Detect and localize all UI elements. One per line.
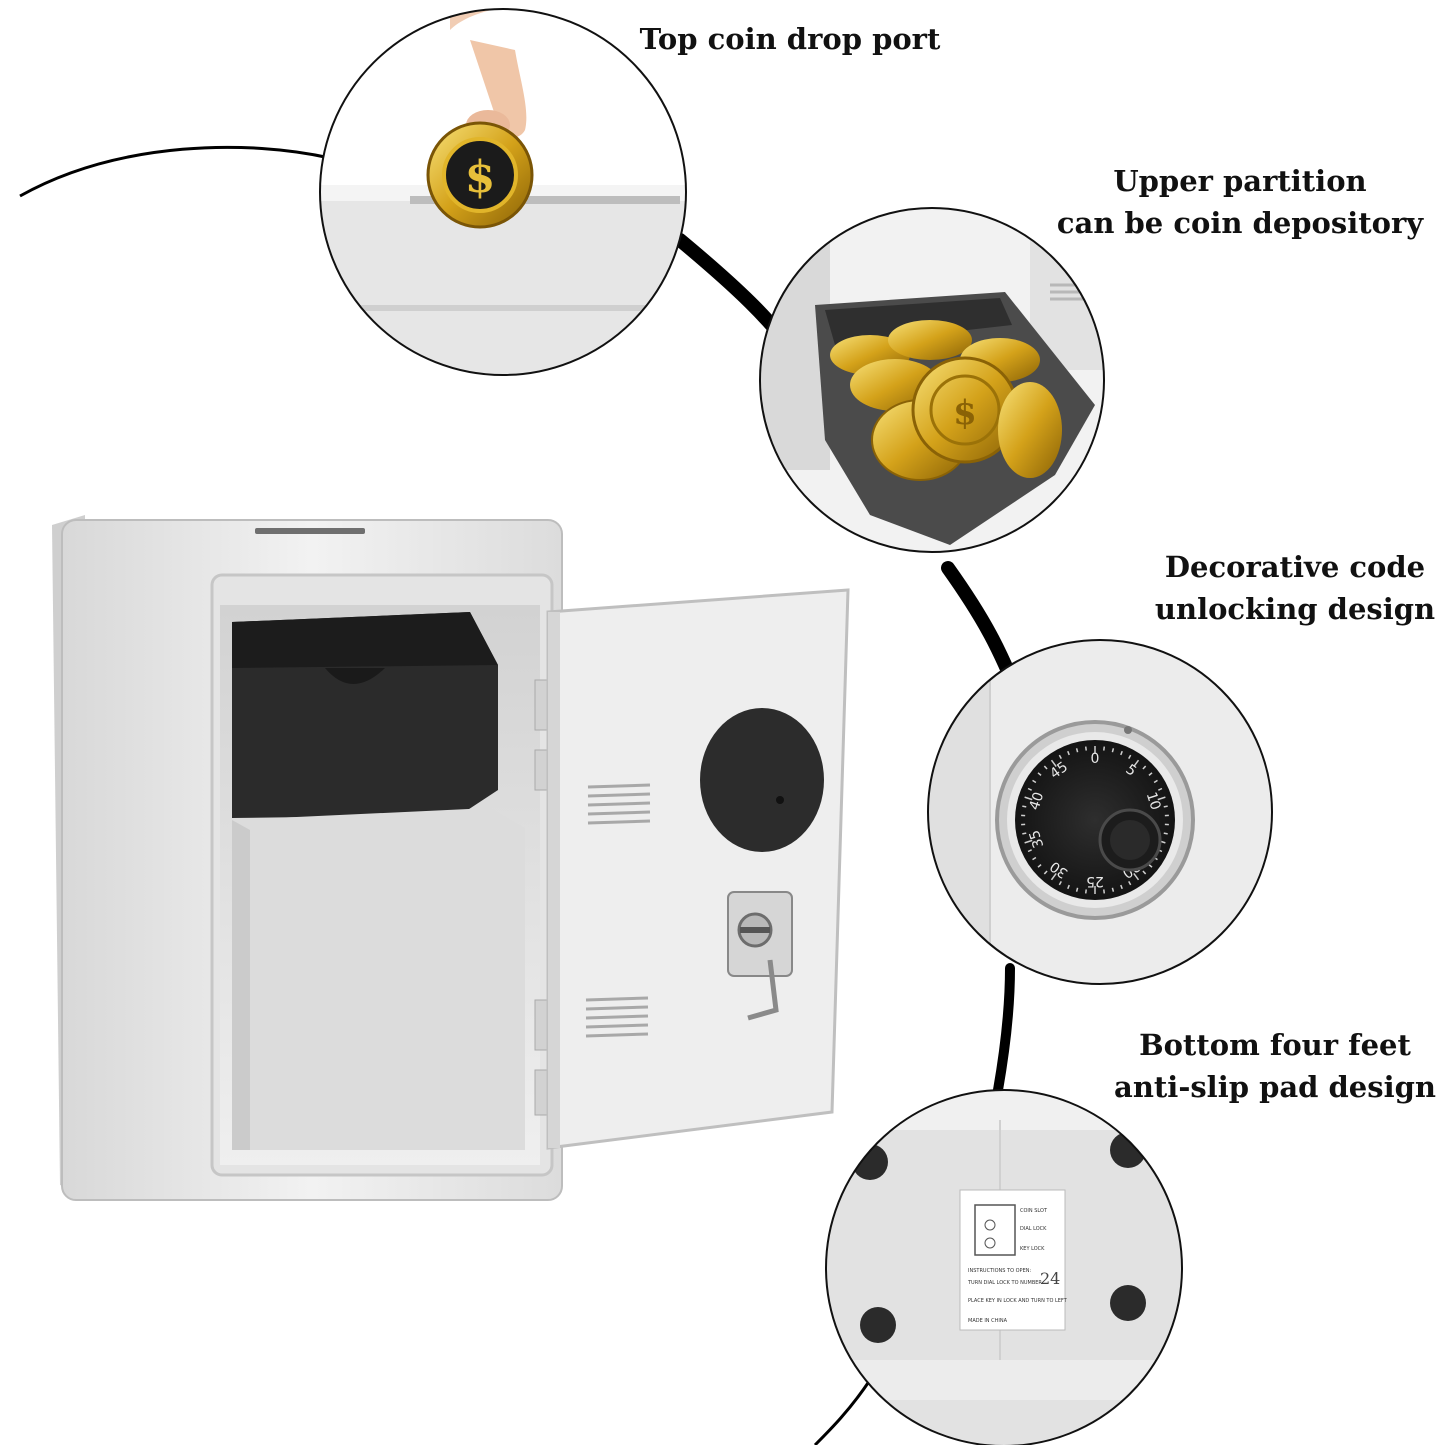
dial-tick	[1157, 796, 1166, 801]
callout-decorative-code: Decorative code unlocking design	[1150, 546, 1440, 630]
callout-line: Decorative code	[1164, 550, 1426, 584]
label-text: DIAL LOCK	[1020, 1226, 1047, 1232]
dial-tick	[1142, 765, 1147, 770]
dial-tick	[1024, 796, 1033, 801]
callout-line: can be coin depository	[1056, 206, 1424, 240]
dial-tick	[1148, 772, 1153, 776]
connector-arc-bottom	[813, 1379, 872, 1445]
dial-tick	[1067, 750, 1070, 756]
safe-main	[52, 515, 850, 1201]
dial-tick	[1032, 779, 1037, 784]
door-dial-back	[700, 708, 824, 852]
anti-slip-pad	[860, 1307, 896, 1343]
dial-tick	[1050, 759, 1057, 768]
callout-line: anti-slip pad design	[1114, 1070, 1436, 1104]
dial-tick	[1128, 880, 1132, 886]
handwritten-number: 24	[1040, 1269, 1060, 1288]
dial-tick	[1133, 759, 1140, 768]
dial-tick	[1084, 889, 1087, 894]
coin-drop-detail: $	[320, 9, 686, 375]
callout-top-coin-drop: Top coin drop port	[620, 18, 960, 60]
dial-tick	[1163, 805, 1168, 808]
door-vent-upper	[587, 783, 651, 825]
dial-tick	[1037, 864, 1042, 868]
dial-tick	[1027, 849, 1032, 853]
safe-door	[546, 588, 850, 1150]
instruction-label	[959, 1189, 1066, 1331]
connector-arc-low	[993, 963, 1015, 1095]
callout-upper-partition: Upper partition can be coin depository	[1040, 160, 1440, 244]
dial-tick	[1133, 872, 1140, 881]
dial-tick	[1032, 856, 1037, 861]
label-text: COIN SLOT	[1020, 1208, 1048, 1214]
label-text: KEY LOCK	[1020, 1246, 1045, 1252]
coin-depository-detail: $	[760, 208, 1104, 552]
callout-line: Top coin drop port	[639, 22, 941, 56]
dial-tick	[1037, 772, 1042, 776]
label-text: INSTRUCTIONS TO OPEN:	[968, 1268, 1031, 1274]
dial-tick	[1120, 750, 1123, 756]
dial-tick	[1050, 872, 1057, 881]
dial-tick	[1084, 746, 1087, 751]
dial-tick	[1148, 864, 1153, 868]
label-text: PLACE KEY IN LOCK AND TURN TO LEFT	[968, 1298, 1068, 1304]
dial-tick	[1158, 787, 1163, 791]
callout-line: unlocking design	[1154, 592, 1436, 626]
top-coin-slot	[255, 528, 365, 534]
dial-tick	[1058, 754, 1062, 760]
connector-arc	[19, 145, 331, 198]
dial-number: 40	[1027, 790, 1048, 812]
coin-dollar-symbol: $	[465, 152, 496, 203]
anti-slip-pad	[1110, 1285, 1146, 1321]
dial-tick	[1103, 889, 1106, 894]
dial-tick	[1024, 839, 1033, 844]
dial-tick	[1058, 880, 1062, 886]
dial-tick	[1153, 779, 1158, 784]
dial-tick	[1120, 884, 1123, 890]
dial-number: 0	[1091, 751, 1100, 767]
svg-text:$: $	[953, 393, 977, 433]
dial-number: 35	[1027, 828, 1048, 850]
door-vent-lower	[585, 996, 649, 1038]
callout-line: Bottom four feet	[1139, 1028, 1411, 1062]
dial-tick	[1027, 787, 1032, 791]
dial-tick	[1075, 887, 1079, 892]
dial-tick	[1142, 870, 1147, 875]
dial-tick	[1111, 887, 1115, 892]
label-text: TURN DIAL LOCK TO NUMBER	[967, 1280, 1042, 1286]
dial-tick	[1163, 832, 1168, 835]
dial-tick	[1128, 754, 1132, 760]
dial-number: 10	[1143, 790, 1164, 812]
dial-tick	[1043, 765, 1048, 770]
label-text: MADE IN CHINA	[968, 1318, 1008, 1324]
dial-tick	[1022, 805, 1027, 808]
dial-tick	[1022, 832, 1027, 835]
dial-tick	[1075, 748, 1079, 753]
callout-bottom-feet: Bottom four feet anti-slip pad design	[1110, 1024, 1440, 1108]
dial-tick	[1067, 884, 1070, 890]
dial-number: 25	[1086, 873, 1104, 889]
callout-line: Upper partition	[1113, 164, 1367, 198]
anti-slip-pad	[1110, 1132, 1146, 1168]
dial-tick	[1111, 748, 1115, 753]
dial-tick	[1103, 746, 1106, 751]
dial-tick	[1043, 870, 1048, 875]
combination-dial-detail: 051015202530354045	[928, 640, 1272, 984]
